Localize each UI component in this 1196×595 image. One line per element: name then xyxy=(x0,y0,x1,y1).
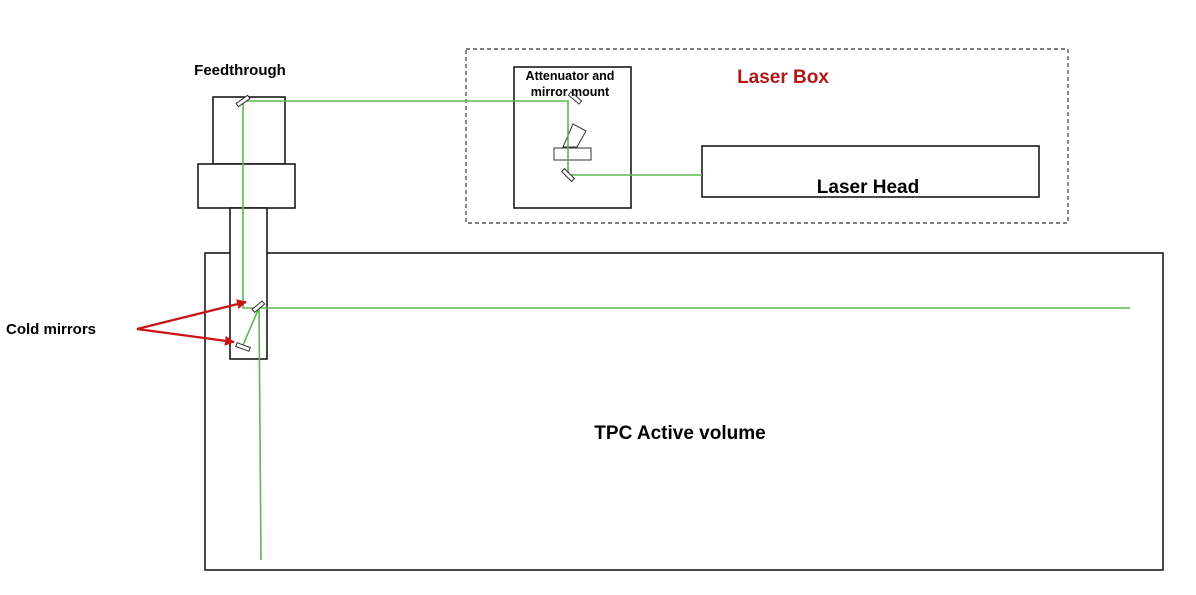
feedthrough-top-mirror xyxy=(235,94,251,108)
cold-mirror-lower xyxy=(235,342,251,352)
laser-head-label: Laser Head xyxy=(817,177,919,198)
laser-beam-path xyxy=(242,100,1130,309)
feedthrough-upper-block xyxy=(212,96,286,165)
attenuator-bottom-mirror xyxy=(560,167,576,183)
laser-box-label: Laser Box xyxy=(737,67,829,88)
attenuator-base xyxy=(553,147,592,161)
cold-mirror-arrow-upper xyxy=(136,299,247,331)
cold-mirrors-label: Cold mirrors xyxy=(6,321,96,338)
laser-box-enclosure xyxy=(465,48,1069,224)
cold-mirror-upper xyxy=(251,300,266,314)
laser-head-box xyxy=(701,145,1040,198)
attenuator-top-mirror xyxy=(567,91,583,105)
tpc-volume-label: TPC Active volume xyxy=(594,423,765,444)
feedthrough-tube xyxy=(229,207,268,360)
attenuator-label-line1: Attenuator and xyxy=(526,69,615,83)
feedthrough-label: Feedthrough xyxy=(194,62,286,79)
tpc-active-volume-box xyxy=(204,252,1164,571)
attenuator-label-line2: mirror mount xyxy=(531,85,610,99)
cold-mirror-arrow-lower xyxy=(136,327,235,346)
feedthrough-flange xyxy=(197,163,296,209)
